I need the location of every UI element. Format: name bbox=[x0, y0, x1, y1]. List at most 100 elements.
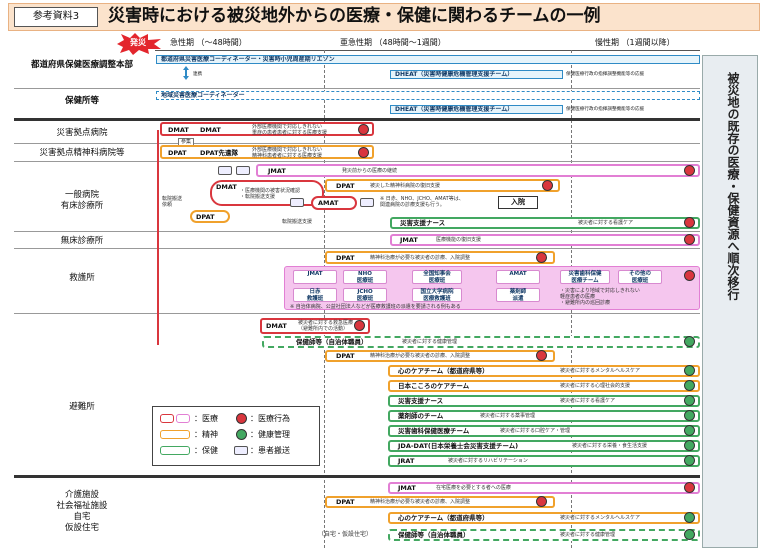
legend-swatch-green bbox=[160, 446, 190, 455]
medical-act-icon bbox=[684, 482, 695, 493]
medical-act-icon bbox=[542, 180, 553, 191]
nurse-hospital-box bbox=[390, 217, 700, 229]
dmat-label-2: DMAT bbox=[200, 126, 221, 134]
shelter-team-desc: 被災者に対するリハビリテーション bbox=[448, 458, 528, 464]
dmat-transfer-box bbox=[210, 180, 324, 206]
row-divider-thick bbox=[14, 475, 700, 478]
dpat-vanguard-label: DPAT先遣隊 bbox=[200, 149, 239, 157]
legend-health-mgmt-icon bbox=[236, 429, 247, 440]
shelter-team-name: 災害支援ナース bbox=[398, 397, 444, 405]
shelter-team-name: JDA-DAT(日本栄養士会災害支援チーム) bbox=[398, 442, 519, 450]
shelter-team-box bbox=[388, 380, 700, 392]
hoken-shelter-label: 保健師等（自治体職員） bbox=[296, 338, 368, 346]
health-mgmt-icon bbox=[684, 365, 695, 376]
admission-label: 入院 bbox=[498, 196, 538, 209]
dpat-aid-label: DPAT bbox=[336, 254, 355, 262]
medical-act-icon bbox=[536, 252, 547, 263]
health-mgmt-icon bbox=[684, 440, 695, 451]
medical-act-icon bbox=[358, 124, 369, 135]
kokoro-care-box bbox=[388, 512, 700, 524]
aid-note-right: ・災害により地域で対応しきれない 軽症患者の医療 ・避難所内の巡回診療 bbox=[560, 288, 640, 306]
ambulance-icon bbox=[290, 198, 304, 207]
local-coordinator-bar: 地域災害医療コーディネーター bbox=[156, 91, 700, 100]
dpat-restore-label: DPAT bbox=[336, 182, 355, 190]
dpat-desc: 外部医療機関で対応しきれない 精神科患者者に対する医療支援 bbox=[252, 147, 323, 159]
medical-act-icon bbox=[536, 350, 547, 361]
dpat-care-label: DPAT bbox=[336, 498, 355, 506]
phase-subacute: 亜急性期 （48時間～1週間） bbox=[340, 38, 446, 47]
medical-act-icon bbox=[684, 234, 695, 245]
row-shelter: 避難所 bbox=[69, 402, 95, 412]
jmat-clinic-box bbox=[390, 234, 700, 246]
aid-note-bottom: ※ 自治体病院、公益社団法人などが医療救護班の派遣を要請される例もある bbox=[290, 304, 461, 310]
legend-ambulance-icon bbox=[234, 446, 248, 455]
dmat-transfer-desc: ・医療機関の被害状況確認 ・転院搬送支援 bbox=[240, 188, 301, 200]
dpat-transfer-label: DPAT bbox=[196, 213, 215, 221]
row-base-psych: 災害拠点精神科病院等 bbox=[39, 148, 125, 158]
hoken-care-box bbox=[388, 529, 700, 541]
shelter-team-box bbox=[388, 425, 700, 437]
legend-medical-act-icon bbox=[236, 413, 247, 424]
shelter-team-box bbox=[388, 410, 700, 422]
health-mgmt-icon bbox=[684, 395, 695, 406]
hoken-shelter-box bbox=[262, 336, 700, 348]
link-label: 連携 bbox=[193, 72, 203, 77]
flash-burst-icon bbox=[117, 33, 161, 55]
legend-transport: ：患者搬送 bbox=[250, 446, 290, 455]
aid-team-cell: 災害歯科保健 医療チーム bbox=[560, 270, 610, 284]
transfer-request-label: 転院搬送 依頼 bbox=[162, 196, 183, 208]
medical-act-icon bbox=[684, 217, 695, 228]
dheat-desc-hq: 保健医療行政の指揮調整機能等の応援 bbox=[566, 72, 645, 77]
shelter-team-desc: 被災者に対する薬事管理 bbox=[480, 413, 536, 419]
hoken-care-desc: 被災者に対する健康管理 bbox=[560, 532, 616, 538]
aid-team-cell: AMAT bbox=[496, 270, 540, 284]
dmat-transfer-label: DMAT bbox=[216, 183, 237, 191]
coordinator-bar: 都道府県災害医療コーディネーター・災害時小児周産期リエゾン bbox=[156, 55, 700, 64]
dpat-aid-box bbox=[325, 251, 555, 264]
helicopter-icon bbox=[236, 166, 250, 175]
aid-team-cell: 国立大学病院 医療救護班 bbox=[412, 288, 462, 302]
row-divider-thick bbox=[14, 118, 700, 121]
legend-health-mgmt: ：健康管理 bbox=[250, 430, 290, 439]
medical-act-icon bbox=[684, 165, 695, 176]
amat-label: AMAT bbox=[318, 199, 339, 207]
shelter-team-name: 薬剤師のチーム bbox=[398, 412, 444, 420]
dpat-transfer-box bbox=[190, 210, 230, 223]
dmat-shelter-desc: 被災者に対する救急医療 （避難所内での活動） bbox=[298, 320, 354, 332]
jmat-clinic-desc: 医療機能の復旧支援 bbox=[436, 237, 482, 243]
legend-psych: ：精神 bbox=[194, 430, 218, 439]
jmat-care-label: JMAT bbox=[398, 484, 416, 492]
dheat-bar-hc: DHEAT（災害時健康危機管理支援チーム） bbox=[390, 105, 563, 114]
aid-team-cell: 全国知事会 医療班 bbox=[412, 270, 462, 284]
dmat-desc: 外部医療機関で対応しきれない 重症の患者患者に対する医療支援 bbox=[252, 124, 328, 136]
row-general-hospital: 一般病院 有床診療所 bbox=[60, 190, 104, 211]
dmat-shelter-box bbox=[260, 318, 370, 334]
side-panel bbox=[702, 55, 758, 548]
dmat-hospital-box bbox=[160, 122, 374, 136]
shelter-team-desc: 被災者に対するメンタルヘルスケア bbox=[560, 368, 641, 374]
kokoro-care-desc: 被災者に対するメンタルヘルスケア bbox=[560, 515, 641, 521]
shelter-team-name: 日本こころのケアチーム bbox=[398, 382, 470, 390]
health-mgmt-icon bbox=[684, 455, 695, 466]
shelter-team-box bbox=[388, 440, 700, 452]
dpat-shelter-label: DPAT bbox=[336, 352, 355, 360]
jmat-hospital-box bbox=[256, 164, 700, 177]
flash-label: 発災 bbox=[130, 38, 146, 47]
hoken-shelter-desc: 被災者に対する健康管理 bbox=[402, 339, 458, 345]
ambulance-icon bbox=[218, 166, 232, 175]
dpat-hospital-box bbox=[160, 145, 374, 159]
health-mgmt-icon bbox=[684, 380, 695, 391]
medical-act-icon bbox=[684, 270, 695, 281]
health-mgmt-icon bbox=[684, 529, 695, 540]
jmat-clinic-label: JMAT bbox=[400, 236, 418, 244]
shelter-team-desc: 被災者に対する栄養・食生活支援 bbox=[572, 443, 648, 449]
dmat-flow-line bbox=[157, 130, 159, 345]
amat-note: ※ 日赤、NHO、JCHO、AMAT等は、 関連病院の診療支援も行う。 bbox=[380, 196, 464, 208]
health-mgmt-icon bbox=[684, 512, 695, 523]
hoken-care-label: 保健師等（自治体職員） bbox=[398, 531, 470, 539]
shelter-team-name: 心のケアチーム（都道府県等） bbox=[398, 367, 489, 375]
row-clinic: 無床診療所 bbox=[60, 236, 104, 246]
legend-medical: ：医療 bbox=[194, 414, 218, 423]
link-arrow-icon bbox=[182, 65, 190, 80]
jmat-care-box bbox=[388, 482, 700, 494]
